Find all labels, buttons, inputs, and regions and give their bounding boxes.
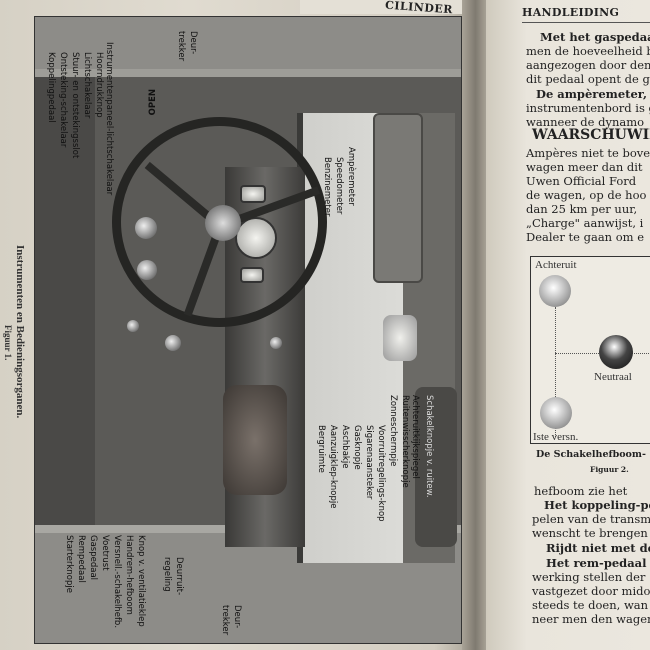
p1-lead: Met het gaspedaal, <box>540 30 650 44</box>
label-light-switch: Lichtschakelaar <box>82 52 92 119</box>
page-header: HANDLEIDING <box>522 6 620 19</box>
shift-path <box>555 307 556 437</box>
text-line: dit pedaal opent de g <box>526 72 650 86</box>
text-line: wenscht te brengen <box>532 526 648 540</box>
gear-shift-diagram: Achteruit Neutraal Iste versn. <box>530 256 650 444</box>
text-fragment: er <box>647 556 650 570</box>
label-speedometer: Speedometer <box>334 157 344 215</box>
text-line: Uwen Official Ford <box>526 174 637 188</box>
rear-view-mirror <box>383 315 417 361</box>
label-ignition-switch: Ontsteking-schakelaar <box>58 52 68 148</box>
door-panel-top <box>35 17 461 77</box>
right-page: HANDLEIDING Met het gaspedaal, men de ho… <box>486 0 650 650</box>
text-line: wagen meer dan dit <box>526 160 643 174</box>
text-line: dan 25 km per uur, <box>526 202 638 216</box>
p2-lead: De ampèremeter, <box>536 87 647 101</box>
label-windshield-knob: Voorruitregelings-knop <box>376 425 386 522</box>
p5-lead: Het koppeling-ped <box>544 498 650 512</box>
text-line: aangezogen door den <box>526 58 650 72</box>
figure-1-label: Figuur 1. <box>3 325 13 361</box>
label-brake-pedal: Rempedaal <box>76 535 86 583</box>
label-throttle-knob: Gasknopje <box>352 425 362 470</box>
label-open: OPEN <box>148 89 158 116</box>
text-line: Dealer te gaan om e <box>526 230 645 244</box>
label-choke-knob: Aanzuigklep-knopje <box>328 425 338 509</box>
label-cigar-lighter: Sigarenaansteker <box>364 425 374 500</box>
label-door-handle-top: Deur-trekker <box>176 31 198 62</box>
steering-wheel <box>112 117 327 327</box>
figure-2-caption: De Schakelhefboom- <box>536 449 646 460</box>
text-line: instrumentenbord is g <box>526 101 650 115</box>
label-wiper-knob: Ruitenwisscherknopje <box>400 395 410 488</box>
warning-heading: WAARSCHUWIN <box>532 127 650 143</box>
text-line: men de hoeveelheid b <box>526 44 650 58</box>
ventilation-knob <box>127 320 139 332</box>
label-door-handle-bottom: Deur-trekker <box>220 605 242 636</box>
gear-lever-knob <box>165 335 181 351</box>
p7-lead: Het rem-pedaal <box>546 556 647 570</box>
label-reverse: Achteruit <box>535 259 577 271</box>
label-neutral: Neutraal <box>594 371 632 383</box>
label-wiper-switch: Schakelknopje v. ruitew. <box>424 395 434 498</box>
text-line: Ampères niet te boven <box>526 146 650 160</box>
horn-button <box>205 205 241 241</box>
choke-knob <box>270 337 282 349</box>
first-gear-ball <box>540 397 572 429</box>
label-storage: Bergruimte <box>316 425 326 473</box>
label-steering-lock: Stuur- en ontstekingsslot <box>70 52 80 159</box>
text-line: de wagen, op de hoo <box>526 188 647 202</box>
text-line: „Charge" aanwijst, i <box>526 216 644 230</box>
label-accelerator: Gaspedaal <box>88 535 98 581</box>
glovebox <box>223 385 287 495</box>
label-mirror: Achteruitkijkspiegel <box>410 395 420 479</box>
label-footrest: Voetrust <box>100 535 110 571</box>
top-strip <box>300 0 470 14</box>
left-page: CILINDER Instrumentenpaneel-lichtschakel… <box>0 0 472 650</box>
text-line: werking stellen der <box>532 570 646 584</box>
light-switch-knob <box>135 217 157 239</box>
label-horn: Hoorndrukknop <box>94 52 104 118</box>
p6-lead: Rijdt niet met der <box>546 541 650 555</box>
text-line: pelen van de transmi <box>532 512 650 526</box>
label-ventilation-knob: Knop v. ventilatieklep <box>136 535 146 627</box>
label-first-gear: Iste versn. <box>533 431 579 443</box>
header-rule <box>522 22 650 23</box>
label-starter-button: Starterknopje <box>64 535 74 593</box>
label-handbrake: Handrem-hefboom <box>124 535 134 615</box>
label-panel-light: Instrumentenpaneel-lichtschakelaar <box>104 42 114 196</box>
text-line: steeds te doen, wan <box>532 598 649 612</box>
text-line: neer men den wager <box>532 612 650 626</box>
ignition-knob <box>137 260 157 280</box>
label-fuel-gauge: Benzinemeter <box>322 157 332 217</box>
dashboard-illustration: Instrumentenpaneel-lichtschakelaar Hoorn… <box>34 16 462 644</box>
label-ashtray: Aschbakje <box>340 425 350 469</box>
neutral-position-ball <box>599 335 633 369</box>
floor-area <box>35 77 95 525</box>
label-sun-visor: Zonneschermpje <box>388 395 398 467</box>
wiper-panel <box>415 387 457 547</box>
label-door-window: Deurruit-regeling <box>162 557 184 596</box>
figure-2-label: Figuur 2. <box>590 465 629 474</box>
label-clutch-pedal: Koppelingpedaal <box>46 52 56 123</box>
label-ammeter: Ampèremeter <box>346 147 356 206</box>
label-gear-lever: Versnell.-schakelhefb. <box>112 535 122 629</box>
text-line: vastgezet door mido <box>532 584 650 598</box>
figure-1-caption: Instrumenten en Bedieningsorganen. <box>14 245 26 419</box>
text-line: wanneer de dynamo <box>526 115 645 129</box>
reverse-position-ball <box>539 275 571 307</box>
sun-visor <box>373 113 423 283</box>
text-line: hefboom zie het <box>534 484 628 498</box>
